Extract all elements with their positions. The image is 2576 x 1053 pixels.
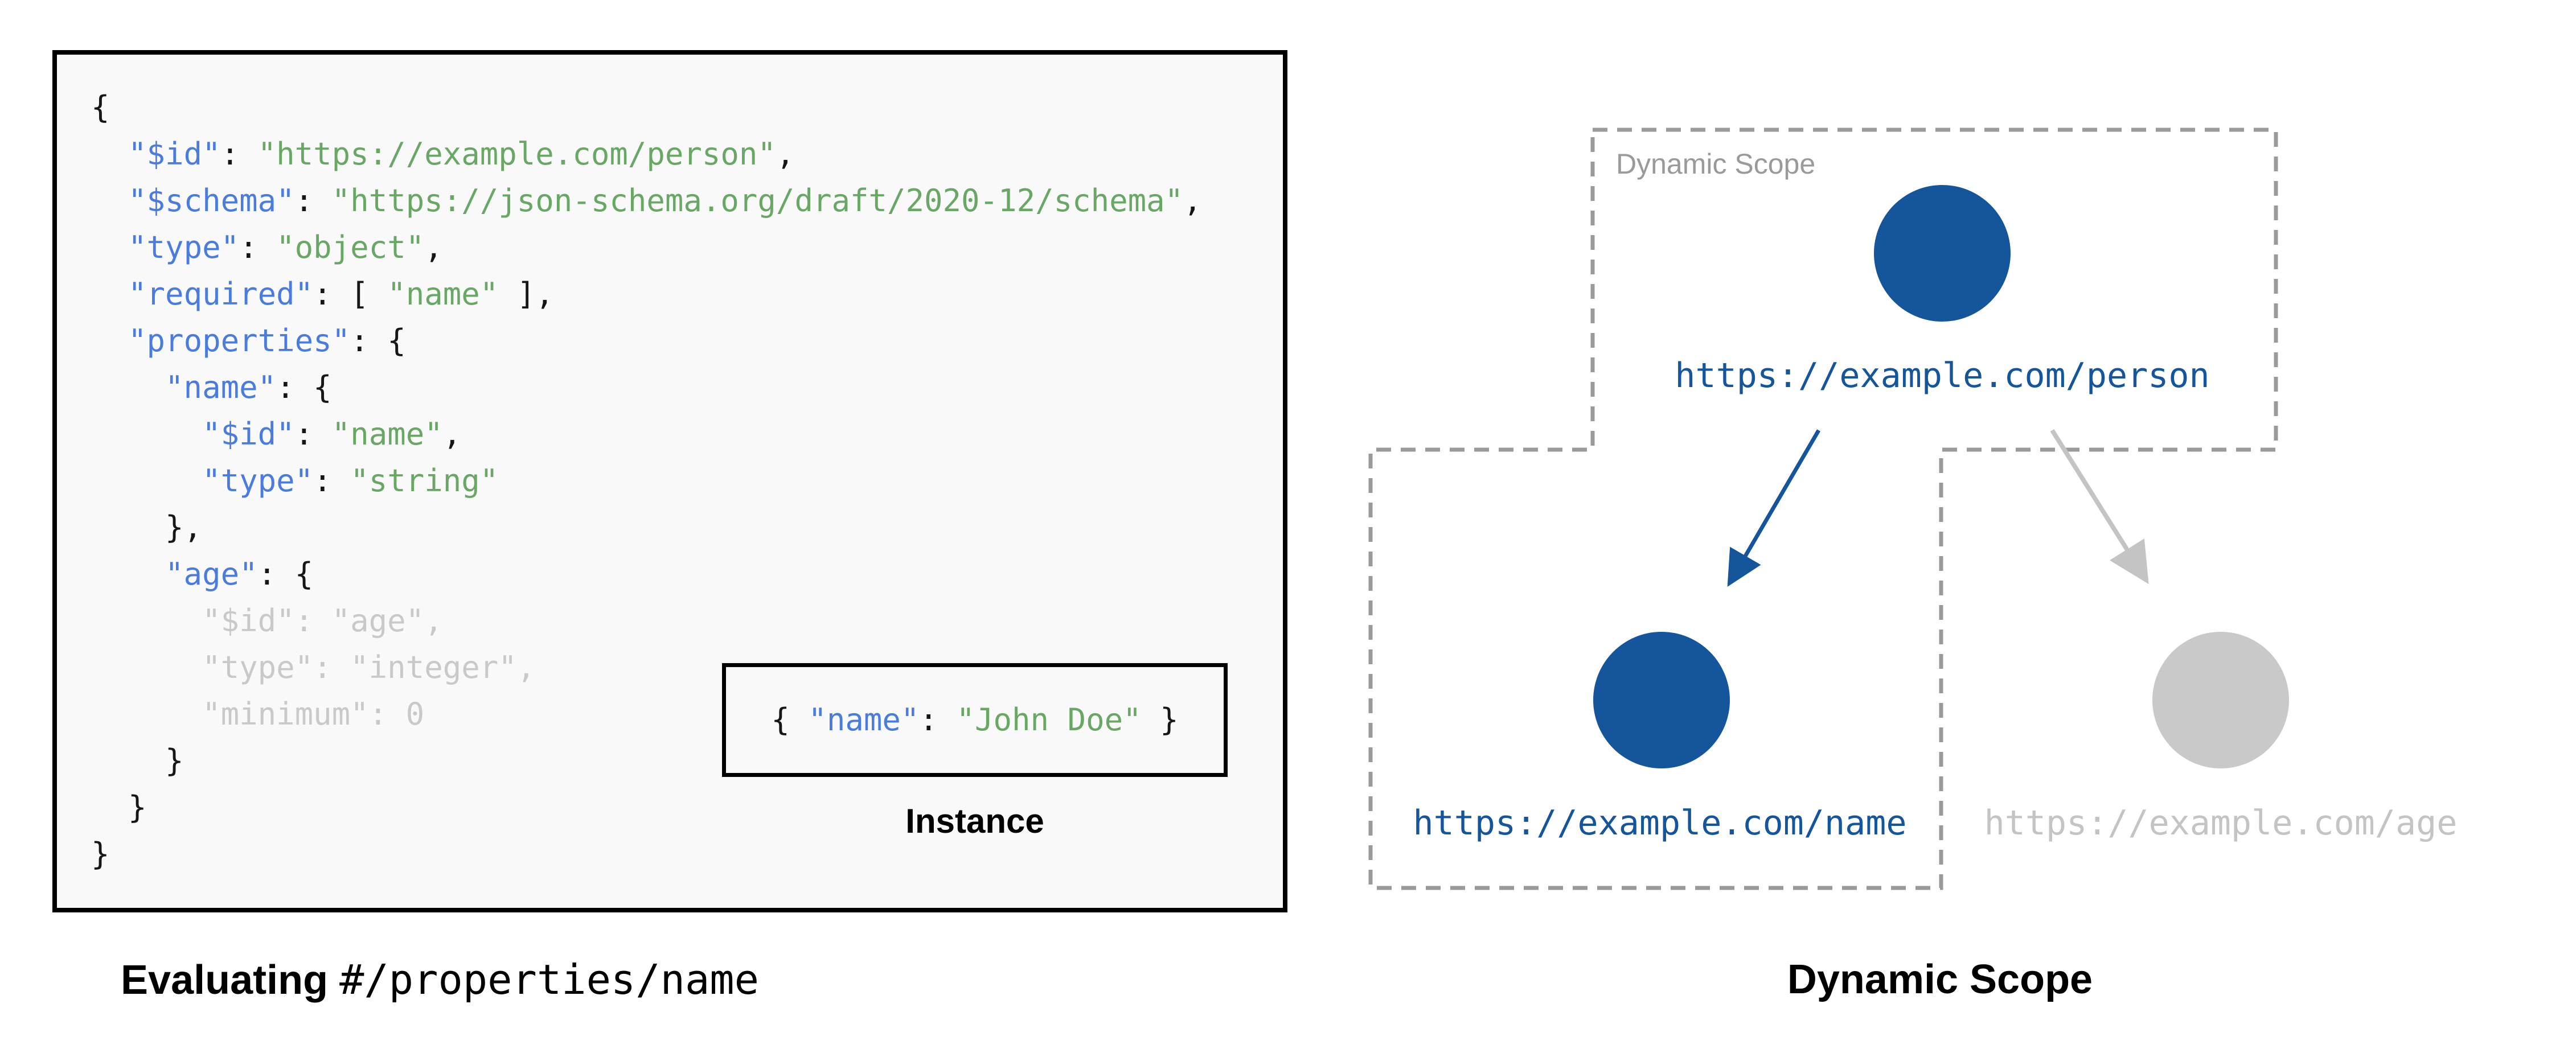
- code-segment: "required": [128, 276, 314, 312]
- code-segment: : {: [350, 323, 406, 359]
- code-segment: [91, 136, 128, 172]
- code-line: "minimum": 0: [91, 691, 1202, 738]
- code-segment: },: [91, 509, 203, 545]
- code-segment: [91, 183, 128, 219]
- code-segment: ,: [424, 229, 443, 265]
- code-segment: [91, 463, 202, 499]
- code-segment: [91, 229, 128, 265]
- node-name: [1593, 632, 1730, 768]
- code-segment: "https://json-schema.org/draft/2020-12/s…: [331, 183, 1184, 219]
- code-segment: "string": [350, 463, 499, 499]
- edge-person-to-name: [1727, 429, 1821, 587]
- code-segment: ],: [498, 276, 554, 312]
- code-segment: "$id": [128, 136, 221, 172]
- code-segment: {: [771, 702, 809, 738]
- code-segment: :: [919, 702, 957, 738]
- code-segment: "$id": "age",: [91, 603, 443, 639]
- code-line: "$id": "name",: [91, 411, 1202, 458]
- evaluating-caption-pointer: #/properties/name: [339, 956, 760, 1003]
- code-segment: "name": [165, 369, 277, 405]
- code-line: {: [91, 84, 1202, 131]
- code-segment: [91, 556, 165, 592]
- dynamic-scope-inline-label: Dynamic Scope: [1616, 148, 1815, 180]
- code-segment: "$id": [202, 416, 295, 452]
- url-person: https://example.com/person: [1675, 356, 2209, 396]
- code-line: }: [91, 831, 1202, 878]
- code-segment: : {: [257, 556, 314, 592]
- edge-person-to-age: [2050, 429, 2149, 585]
- instance-box: { "name": "John Doe" }: [722, 663, 1228, 777]
- instance-label: Instance: [905, 802, 1044, 840]
- code-segment: ,: [442, 416, 462, 452]
- code-segment: :: [294, 183, 332, 219]
- evaluating-caption-space: [328, 957, 339, 1003]
- code-segment: [91, 369, 165, 405]
- code-line: "required": [ "name" ],: [91, 271, 1202, 318]
- code-segment: "age": [165, 556, 258, 592]
- code-line: },: [91, 504, 1202, 551]
- dynamic-scope-outline: [1368, 127, 2278, 890]
- code-segment: : [: [313, 276, 388, 312]
- code-segment: "$schema": [128, 183, 295, 219]
- code-line: "properties": {: [91, 318, 1202, 364]
- evaluating-caption-bold: Evaluating: [121, 957, 329, 1003]
- url-name: https://example.com/name: [1413, 803, 1907, 843]
- url-age: https://example.com/age: [1984, 803, 2458, 843]
- code-segment: :: [294, 416, 332, 452]
- code-segment: }: [91, 789, 147, 825]
- code-line: "type": "object",: [91, 224, 1202, 271]
- code-line: }: [91, 784, 1202, 831]
- code-segment: "https://example.com/person": [257, 136, 776, 172]
- code-segment: :: [239, 229, 277, 265]
- schema-panel: { "$id": "https://example.com/person", "…: [52, 50, 1287, 912]
- code-segment: "object": [276, 229, 425, 265]
- code-segment: "type": [202, 463, 314, 499]
- code-line: }: [91, 738, 1202, 784]
- dynamic-scope-caption: Dynamic Scope: [1787, 957, 2093, 1002]
- code-segment: ,: [1183, 183, 1202, 219]
- code-segment: "name": [387, 276, 499, 312]
- code-segment: "name": [331, 416, 443, 452]
- code-segment: ,: [776, 136, 795, 172]
- code-segment: "John Doe": [956, 702, 1142, 738]
- code-segment: "properties": [128, 323, 351, 359]
- dynamic-scope-diagram: Dynamic Scope https://example.com/person…: [1368, 127, 2458, 890]
- node-person: [1874, 185, 2011, 322]
- code-segment: {: [91, 89, 110, 125]
- code-line: "$id": "https://example.com/person",: [91, 131, 1202, 178]
- code-segment: }: [91, 836, 110, 872]
- code-line: "age": {: [91, 551, 1202, 598]
- code-segment: }: [91, 743, 184, 779]
- code-line: "name": {: [91, 364, 1202, 411]
- instance-code: { "name": "John Doe" }: [771, 697, 1178, 743]
- code-segment: :: [313, 463, 351, 499]
- code-line: "type": "string": [91, 458, 1202, 504]
- code-line: "type": "integer",: [91, 644, 1202, 691]
- code-segment: [91, 416, 202, 452]
- schema-code-block: { "$id": "https://example.com/person", "…: [91, 84, 1202, 878]
- code-segment: [91, 323, 128, 359]
- code-line: "$schema": "https://json-schema.org/draf…: [91, 178, 1202, 224]
- code-segment: :: [220, 136, 258, 172]
- code-line: "$id": "age",: [91, 598, 1202, 644]
- code-segment: "type": "integer",: [91, 649, 536, 685]
- code-segment: : {: [276, 369, 332, 405]
- node-age: [2152, 632, 2289, 768]
- evaluating-caption: Evaluating #/properties/name: [121, 955, 759, 1005]
- code-segment: }: [1141, 702, 1179, 738]
- code-segment: [91, 276, 128, 312]
- code-segment: "name": [808, 702, 920, 738]
- code-segment: "type": [128, 229, 240, 265]
- code-segment: "minimum": 0: [91, 696, 425, 732]
